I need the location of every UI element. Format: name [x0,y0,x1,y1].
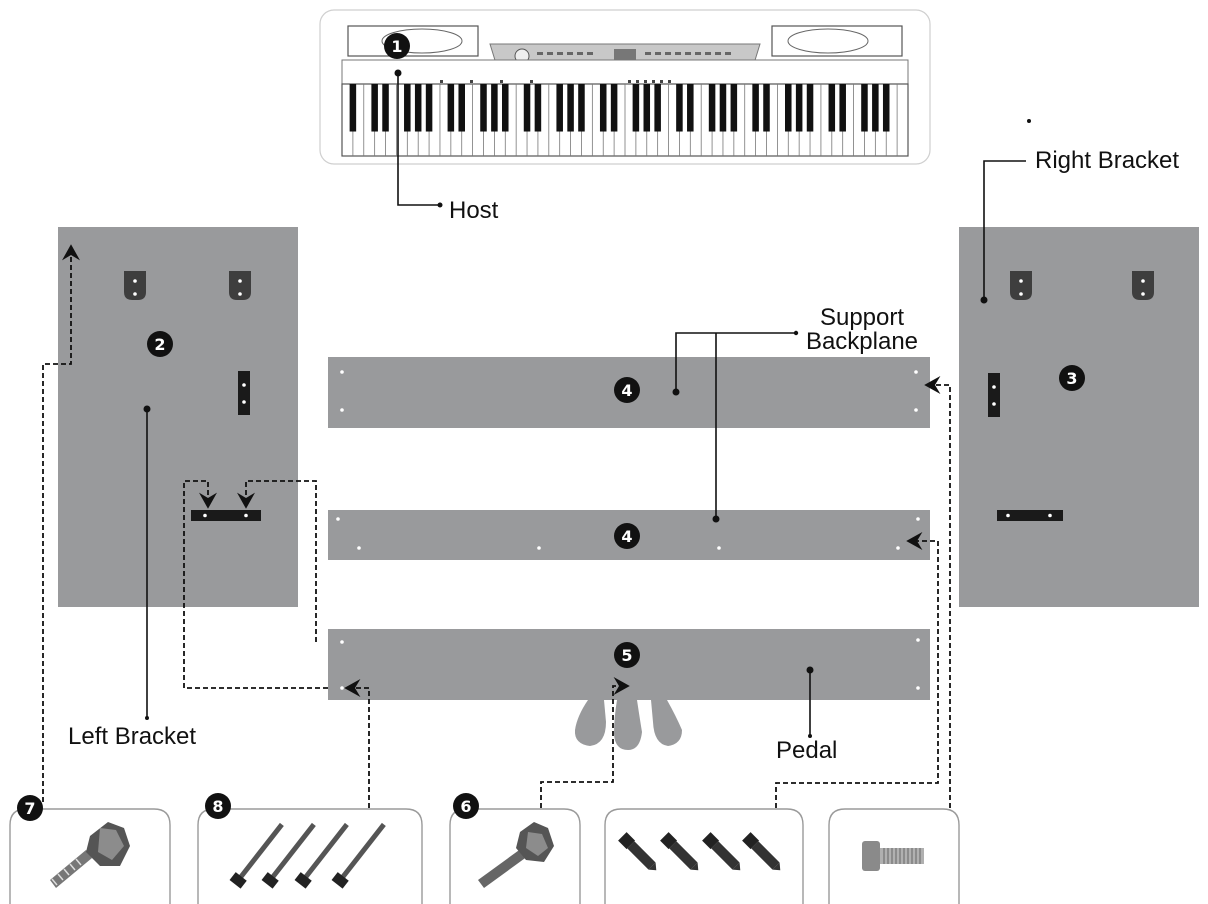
badge-4-middle: 4 [614,523,640,549]
svg-text:5: 5 [621,646,632,665]
black-key [414,84,422,132]
black-key [534,84,542,132]
svg-text:8: 8 [212,797,223,816]
black-key [872,84,879,132]
knob-bolt-icon [50,822,130,888]
black-key [861,84,868,132]
black-key [632,84,640,132]
left-bracket-panel [58,227,298,607]
leader-lines [143,69,1031,738]
label-pedal: Pedal [776,737,837,764]
black-key [806,84,814,132]
badge-4-top: 4 [614,377,640,403]
black-key [839,84,846,132]
svg-text:4: 4 [621,527,632,546]
badge-7: 7 [17,795,43,821]
black-key [599,84,607,132]
label-support: Support [820,304,904,331]
black-key [708,84,716,132]
assembly-paths [42,244,951,808]
svg-text:1: 1 [391,37,402,56]
short-knob-bolt-icon [478,822,554,888]
black-key [447,84,455,132]
black-key [882,84,890,132]
pedals [574,700,682,750]
black-keys [349,84,890,132]
black-key [719,84,727,132]
badge-3: 3 [1059,365,1085,391]
label-host: Host [449,197,499,224]
black-key [763,84,770,132]
svg-text:2: 2 [154,335,165,354]
black-key [578,84,585,132]
black-key [643,84,651,132]
host-keyboard [319,9,931,165]
black-key [404,84,411,132]
hardware-box-hex-screw [828,808,960,904]
black-key [687,84,694,132]
black-key [523,84,531,132]
hardware-box-machine-screws [604,808,804,904]
black-key [795,84,803,132]
black-key [502,84,509,132]
black-key [458,84,465,132]
black-key [610,84,618,132]
black-key [382,84,389,132]
black-key [676,84,683,132]
hardware-box-6 [449,808,581,904]
black-key [491,84,498,132]
black-key [567,84,574,132]
hardware-box-7 [9,808,171,904]
hardware-box-8 [197,808,423,904]
label-left-bracket: Left Bracket [68,723,196,750]
badge-1: 1 [384,33,410,59]
black-key [654,84,661,132]
long-screws-icon [229,822,386,889]
black-key [556,84,563,132]
svg-text:4: 4 [621,381,632,400]
black-key [785,84,792,132]
black-key [752,84,759,132]
right-bracket-panel [959,227,1199,607]
svg-text:6: 6 [460,797,471,816]
badge-5: 5 [614,642,640,668]
badge-8: 8 [205,793,231,819]
svg-text:3: 3 [1066,369,1077,388]
badge-6: 6 [453,793,479,819]
hex-screw-icon [862,841,924,871]
black-key [730,84,738,132]
badge-2: 2 [147,331,173,357]
label-right-bracket: Right Bracket [1035,147,1179,174]
label-backplane: Backplane [806,328,918,355]
black-key [480,84,487,132]
black-key [828,84,836,132]
black-key [349,84,357,132]
svg-text:7: 7 [24,799,35,818]
black-key [425,84,433,132]
black-key [371,84,378,132]
